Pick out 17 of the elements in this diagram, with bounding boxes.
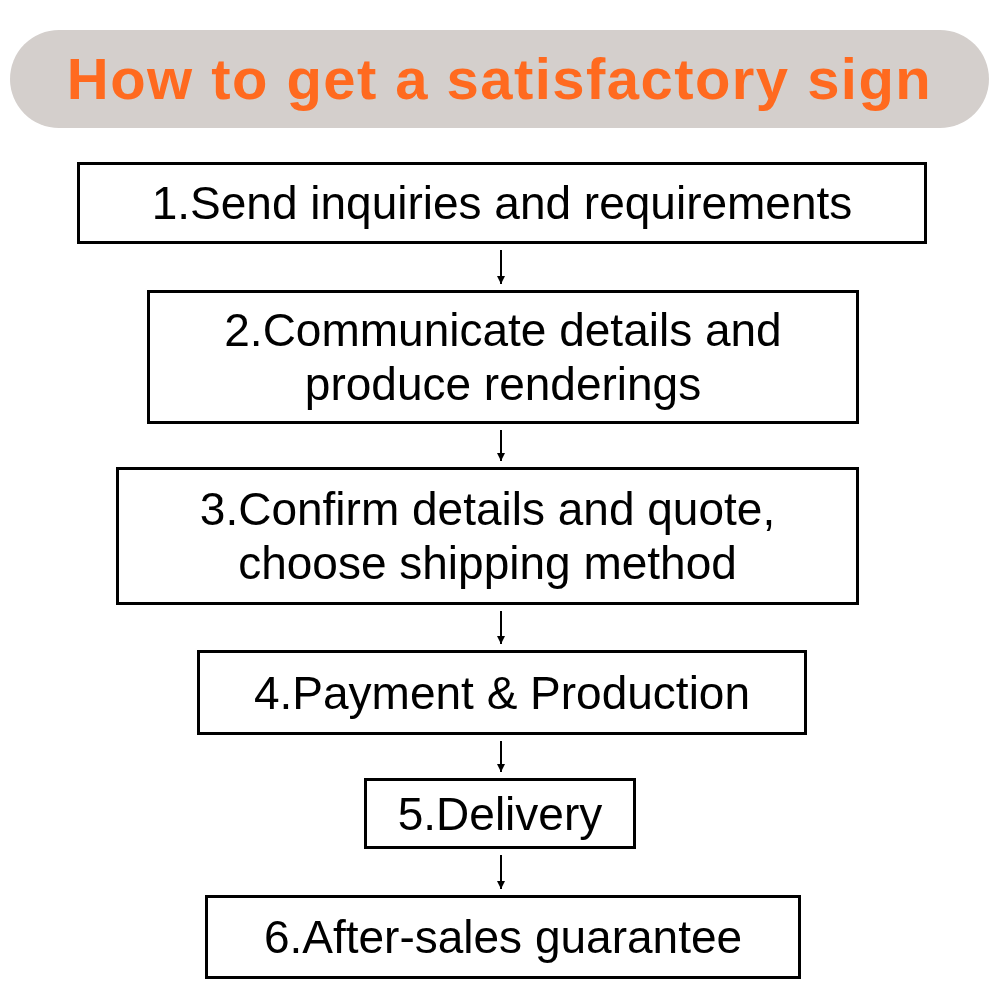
step-box <box>116 467 859 605</box>
step-box <box>197 650 807 735</box>
arrow <box>497 249 505 285</box>
step-box <box>77 162 927 244</box>
step-text: 1.Send inquiries and requirements <box>151 176 853 230</box>
step-text: 4.Payment & Production <box>253 665 751 720</box>
arrow <box>497 740 505 773</box>
step-text: 6.After-sales guarantee <box>263 910 743 964</box>
arrow <box>497 854 505 890</box>
step-box <box>364 778 636 849</box>
step-text: 3.Confirm details and quote, choose shipping method <box>198 482 777 590</box>
step-box <box>205 895 801 979</box>
arrow <box>497 610 505 645</box>
arrow <box>497 429 505 462</box>
step-text: 5.Delivery <box>397 786 603 841</box>
step-box <box>147 290 859 424</box>
step-text: 2.Communicate details and produce renderings <box>223 303 783 411</box>
